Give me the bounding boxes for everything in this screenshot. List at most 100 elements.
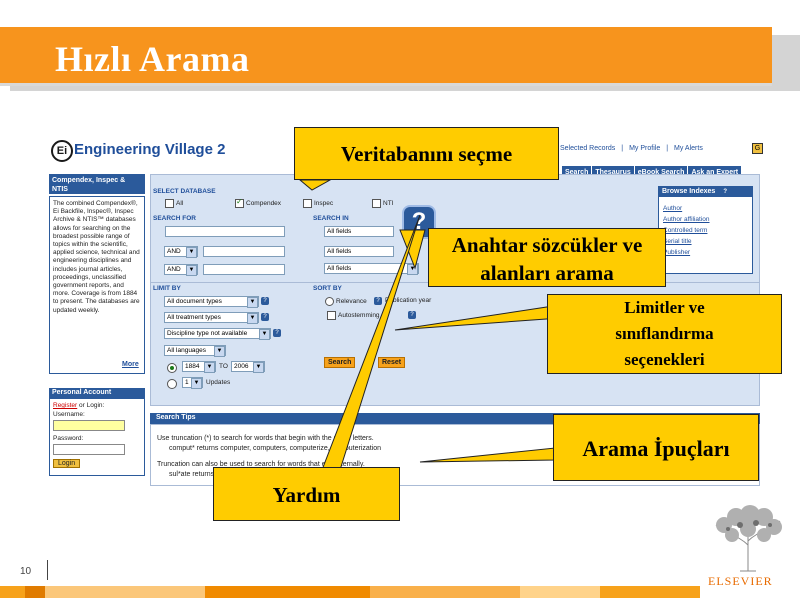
sort-relevance-option[interactable]: Relevance xyxy=(325,297,367,306)
top-links: Selected Records | My Profile | My Alerts xyxy=(560,145,709,152)
app-name: Engineering Village 2 xyxy=(74,141,226,158)
browse-indexes-heading: Browse Indexes ? xyxy=(659,187,752,197)
year-range-radio[interactable] xyxy=(167,363,177,373)
search-term-3-input[interactable] xyxy=(203,264,285,275)
updates-label: Updates xyxy=(206,379,231,386)
chevron-down-icon: ▼ xyxy=(247,313,258,324)
operator-1-select[interactable]: AND▼ xyxy=(164,246,198,258)
browse-author-affiliation-link[interactable]: Author affiliation xyxy=(663,216,710,223)
separator: | xyxy=(621,145,624,152)
help-icon[interactable]: ? xyxy=(374,297,382,305)
ei-logo-icon: Ei xyxy=(51,140,73,162)
language-select[interactable]: All languages▼ xyxy=(164,345,226,357)
pointer-help xyxy=(321,214,421,471)
separator: | xyxy=(666,145,669,152)
document-type-select[interactable]: All document types▼ xyxy=(164,296,259,308)
password-field[interactable] xyxy=(53,444,125,455)
checkbox[interactable] xyxy=(327,311,336,320)
year-to-select[interactable]: 2006▼ xyxy=(231,361,265,373)
search-term-2-input[interactable] xyxy=(203,246,285,257)
sidebar-heading: Compendex, Inspec & NTIS xyxy=(49,174,145,194)
callout-limits: Limitler ve sınıflandırma seçenekleri xyxy=(547,294,782,374)
username-field[interactable] xyxy=(53,420,125,431)
title-bar xyxy=(0,27,772,86)
search-field-2-select[interactable]: All fields xyxy=(324,246,394,257)
sidebar-description: The combined Compendex®, Ei Backfile, In… xyxy=(49,196,145,374)
search-tips-heading: Search Tips xyxy=(150,413,760,424)
page-number: 10 xyxy=(20,566,32,577)
search-field-3-select[interactable]: All fields▼ xyxy=(324,263,419,275)
my-profile-link[interactable]: My Profile xyxy=(629,145,661,152)
callout-database: Veritabanını seçme xyxy=(294,127,559,180)
reset-button[interactable]: Reset xyxy=(378,357,406,368)
callout-tips: Arama İpuçları xyxy=(553,414,759,481)
db-all-option[interactable]: All xyxy=(165,199,183,208)
help-icon[interactable]: ? xyxy=(261,297,269,305)
limit-by-label: LIMIT BY xyxy=(153,285,181,292)
db-ntis-option[interactable]: NTI xyxy=(372,199,393,208)
db-inspec-option[interactable]: Inspec xyxy=(303,199,333,208)
more-link[interactable]: More xyxy=(122,361,139,368)
password-label: Password: xyxy=(53,435,84,442)
footer-bar xyxy=(0,586,700,598)
search-button[interactable]: Search xyxy=(324,357,356,368)
account-panel: Register or Login: Username: Password: L… xyxy=(49,398,145,476)
tip-example: comput* returns computer, computers, com… xyxy=(169,445,382,452)
search-for-label: SEARCH FOR xyxy=(153,215,196,222)
search-in-label: SEARCH IN xyxy=(313,215,349,222)
corner-icon[interactable]: G xyxy=(752,143,763,154)
search-field-1-select[interactable]: All fields xyxy=(324,226,394,237)
db-compendex-option[interactable]: ✓Compendex xyxy=(235,197,282,208)
chevron-down-icon: ▼ xyxy=(407,264,418,275)
operator-2-select[interactable]: AND▼ xyxy=(164,264,198,276)
elsevier-tree-icon xyxy=(710,505,786,573)
treatment-type-select[interactable]: All treatment types▼ xyxy=(164,312,259,324)
help-icon[interactable]: ? xyxy=(721,188,730,196)
account-heading: Personal Account xyxy=(49,388,145,398)
browse-controlled-term-link[interactable]: Controlled term xyxy=(663,227,708,234)
chevron-down-icon: ▼ xyxy=(186,247,197,258)
tip-line: Truncation can also be used to search fo… xyxy=(157,461,365,468)
register-link[interactable]: Register xyxy=(53,402,78,409)
updates-select[interactable]: 1▼ xyxy=(182,377,203,389)
help-icon[interactable]: ? xyxy=(273,329,281,337)
browse-author-link[interactable]: Author xyxy=(663,205,683,212)
browse-serial-title-link[interactable]: Serial title xyxy=(663,238,692,245)
tip-line: Use truncation (*) to search for words t… xyxy=(157,435,374,442)
autostemming-option[interactable]: Autostemming xyxy=(327,311,380,320)
checkbox-checked[interactable]: ✓ xyxy=(235,197,244,208)
chevron-down-icon: ▼ xyxy=(191,378,202,389)
selected-records-link[interactable]: Selected Records xyxy=(560,145,616,152)
pointer-database xyxy=(298,179,332,191)
pointer-limits xyxy=(394,304,561,331)
chevron-down-icon: ▼ xyxy=(259,329,270,340)
slide-title: Hızlı Arama xyxy=(55,39,250,79)
select-database-label: SELECT DATABASE xyxy=(153,188,216,195)
chevron-down-icon: ▼ xyxy=(186,265,197,276)
username-label: Username: xyxy=(53,411,85,418)
year-to-label: TO xyxy=(219,363,228,370)
my-alerts-link[interactable]: My Alerts xyxy=(674,145,703,152)
chevron-down-icon: ▼ xyxy=(204,362,215,373)
page-separator xyxy=(47,560,48,580)
help-icon[interactable]: ? xyxy=(261,313,269,321)
checkbox[interactable] xyxy=(165,199,174,208)
callout-keywords: Anahtar sözcükler ve alanları arama xyxy=(428,228,666,287)
checkbox[interactable] xyxy=(303,199,312,208)
elsevier-brand: ELSEVIER xyxy=(708,574,773,588)
checkbox[interactable] xyxy=(372,199,381,208)
sort-pubyear-option[interactable]: Publication year xyxy=(385,297,432,304)
or-login-text: or Login: xyxy=(77,402,105,409)
search-term-1-input[interactable] xyxy=(165,226,285,237)
year-from-select[interactable]: 1884▼ xyxy=(182,361,216,373)
browse-indexes-box: Browse Indexes ? Author Author affiliati… xyxy=(658,186,753,274)
chevron-down-icon: ▼ xyxy=(247,297,258,308)
pointer-tips xyxy=(419,447,556,463)
browse-publisher-link[interactable]: Publisher xyxy=(663,249,691,256)
chevron-down-icon: ▼ xyxy=(253,362,264,373)
discipline-type-select[interactable]: Discipline type not available▼ xyxy=(164,328,271,340)
help-icon[interactable]: ? xyxy=(408,311,416,319)
login-button[interactable]: Login xyxy=(53,459,81,468)
updates-radio[interactable] xyxy=(167,379,177,389)
